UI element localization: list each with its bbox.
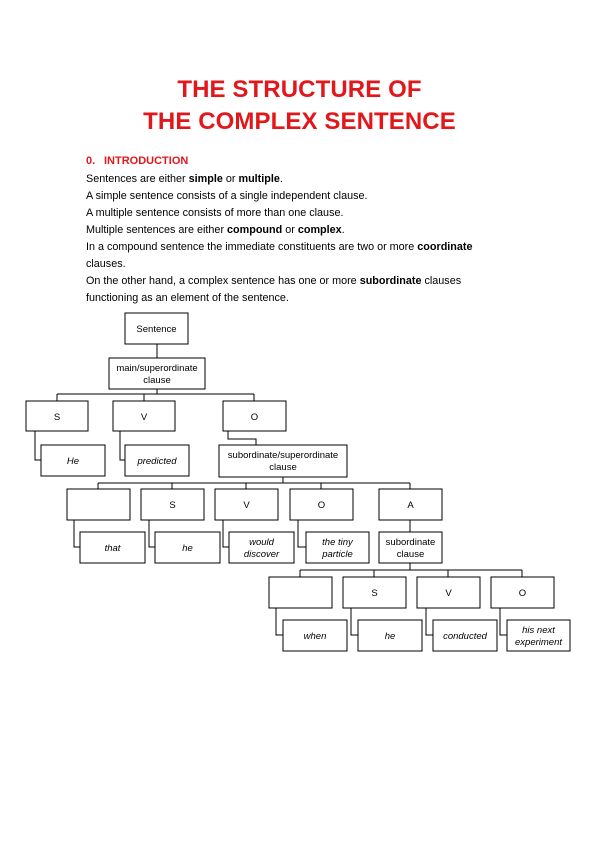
- edge: [73, 520, 80, 548]
- node-adverbial-label: A: [407, 500, 414, 511]
- tree-edges: [34, 344, 523, 636]
- paragraph-6: On the other hand, a complex sentence ha…: [86, 273, 486, 307]
- node-object: [289, 488, 354, 521]
- text: Multiple sentences are either: [86, 224, 228, 236]
- text: On the other hand, a complex sentence ha…: [86, 275, 360, 287]
- leaf-would-discover-label-1: would: [249, 537, 275, 548]
- edge: [275, 608, 283, 636]
- term-simple: simple: [188, 173, 223, 185]
- paragraph-5: In a compound sentence the immediate con…: [86, 239, 506, 273]
- node-subject: [140, 488, 205, 521]
- paragraph-2: A simple sentence consists of a single i…: [86, 190, 368, 202]
- text: .: [341, 224, 345, 236]
- node-sub-super-clause-label-2: clause: [269, 462, 296, 473]
- node-object-label: O: [251, 412, 258, 423]
- node-verb-label: V: [243, 500, 250, 511]
- paragraph-3: A multiple sentence consists of more tha…: [86, 207, 344, 219]
- text: .: [279, 173, 283, 185]
- node-sub-clause: [378, 531, 443, 564]
- section-heading-text: INTRODUCTION: [104, 155, 189, 167]
- section-number: 0.: [86, 155, 96, 167]
- term-multiple: multiple: [238, 173, 280, 185]
- edge: [119, 431, 125, 461]
- edge: [148, 520, 155, 548]
- leaf-when: [282, 619, 348, 652]
- paragraph-1: Sentences are either simple or multiple.: [86, 171, 283, 188]
- node-verb: [416, 576, 481, 609]
- leaf-predicted: [124, 444, 190, 477]
- section-heading: 0. INTRODUCTION: [86, 155, 188, 167]
- term-complex: complex: [297, 224, 342, 236]
- leaf-he-label: he: [182, 543, 193, 554]
- edge: [425, 608, 433, 636]
- node-adverbial: [378, 488, 443, 521]
- node-sub-super-clause: [218, 444, 348, 478]
- leaf-he-label: he: [385, 631, 396, 642]
- page-title-line-2: THE COMPLEX SENTENCE: [143, 108, 456, 135]
- term-coordinate: coordinate: [417, 241, 473, 253]
- leaf-conducted: [432, 619, 498, 652]
- node-blank: [268, 576, 333, 609]
- leaf-that: [79, 531, 146, 564]
- leaf-he: [154, 531, 221, 564]
- node-object-label: O: [318, 500, 325, 511]
- node-subject-label: S: [54, 412, 60, 423]
- node-sentence-label: Sentence: [136, 324, 176, 335]
- leaf-his-next-experiment-label-2: experiment: [515, 637, 562, 648]
- node-main-clause-label-2: clause: [143, 375, 170, 386]
- edge: [227, 431, 257, 445]
- edge: [350, 608, 358, 636]
- node-blank: [66, 488, 131, 521]
- leaf-his-next-experiment-label-1: his next: [522, 625, 555, 636]
- text: or: [282, 224, 298, 236]
- paragraph-4: Multiple sentences are either compound o…: [86, 222, 345, 239]
- edge: [34, 431, 41, 461]
- leaf-the-tiny-particle: [305, 531, 370, 564]
- node-verb: [214, 488, 279, 521]
- leaf-the-tiny-particle-label-1: the tiny: [322, 537, 354, 548]
- leaf-he-label: He: [67, 456, 79, 467]
- edge: [222, 520, 229, 548]
- page-title-line-1: THE STRUCTURE OF: [177, 76, 422, 103]
- leaf-predicted-label: predicted: [136, 456, 177, 467]
- edge: [499, 608, 507, 636]
- text: or: [222, 173, 239, 185]
- node-object: [490, 576, 555, 609]
- node-sentence: [124, 312, 189, 345]
- text: clauses.: [86, 258, 126, 270]
- leaf-would-discover-label-2: discover: [244, 549, 280, 560]
- term-subordinate: subordinate: [359, 275, 422, 287]
- leaf-he: [357, 619, 423, 652]
- text: clauses functioning as an element of the…: [86, 275, 462, 304]
- leaf-that-label: that: [105, 543, 121, 554]
- leaf-conducted-label: conducted: [443, 631, 488, 642]
- node-sub-super-clause-label-1: subordinate/superordinate: [228, 450, 338, 461]
- node-verb-label: V: [445, 588, 452, 599]
- text: Sentences are either: [86, 173, 189, 185]
- node-object-label: O: [519, 588, 526, 599]
- edge: [297, 520, 306, 548]
- node-subject-label: S: [371, 588, 377, 599]
- node-main-clause-label-1: main/superordinate: [116, 363, 197, 374]
- leaf-would-discover: [228, 531, 295, 564]
- node-sub-clause-label-1: subordinate: [386, 537, 436, 548]
- node-main-clause: [108, 357, 206, 390]
- leaf-when-label: when: [304, 631, 327, 642]
- node-subject: [25, 400, 89, 432]
- leaf-he: [40, 444, 106, 477]
- node-verb: [112, 400, 176, 432]
- term-compound: compound: [227, 224, 283, 236]
- node-sub-clause-label-2: clause: [397, 549, 424, 560]
- node-verb-label: V: [141, 412, 148, 423]
- text: In a compound sentence the immediate con…: [86, 241, 418, 253]
- leaf-the-tiny-particle-label-2: particle: [321, 549, 353, 560]
- node-object: [222, 400, 287, 432]
- node-subject-label: S: [169, 500, 175, 511]
- leaf-his-next-experiment: [506, 619, 571, 652]
- node-subject: [342, 576, 407, 609]
